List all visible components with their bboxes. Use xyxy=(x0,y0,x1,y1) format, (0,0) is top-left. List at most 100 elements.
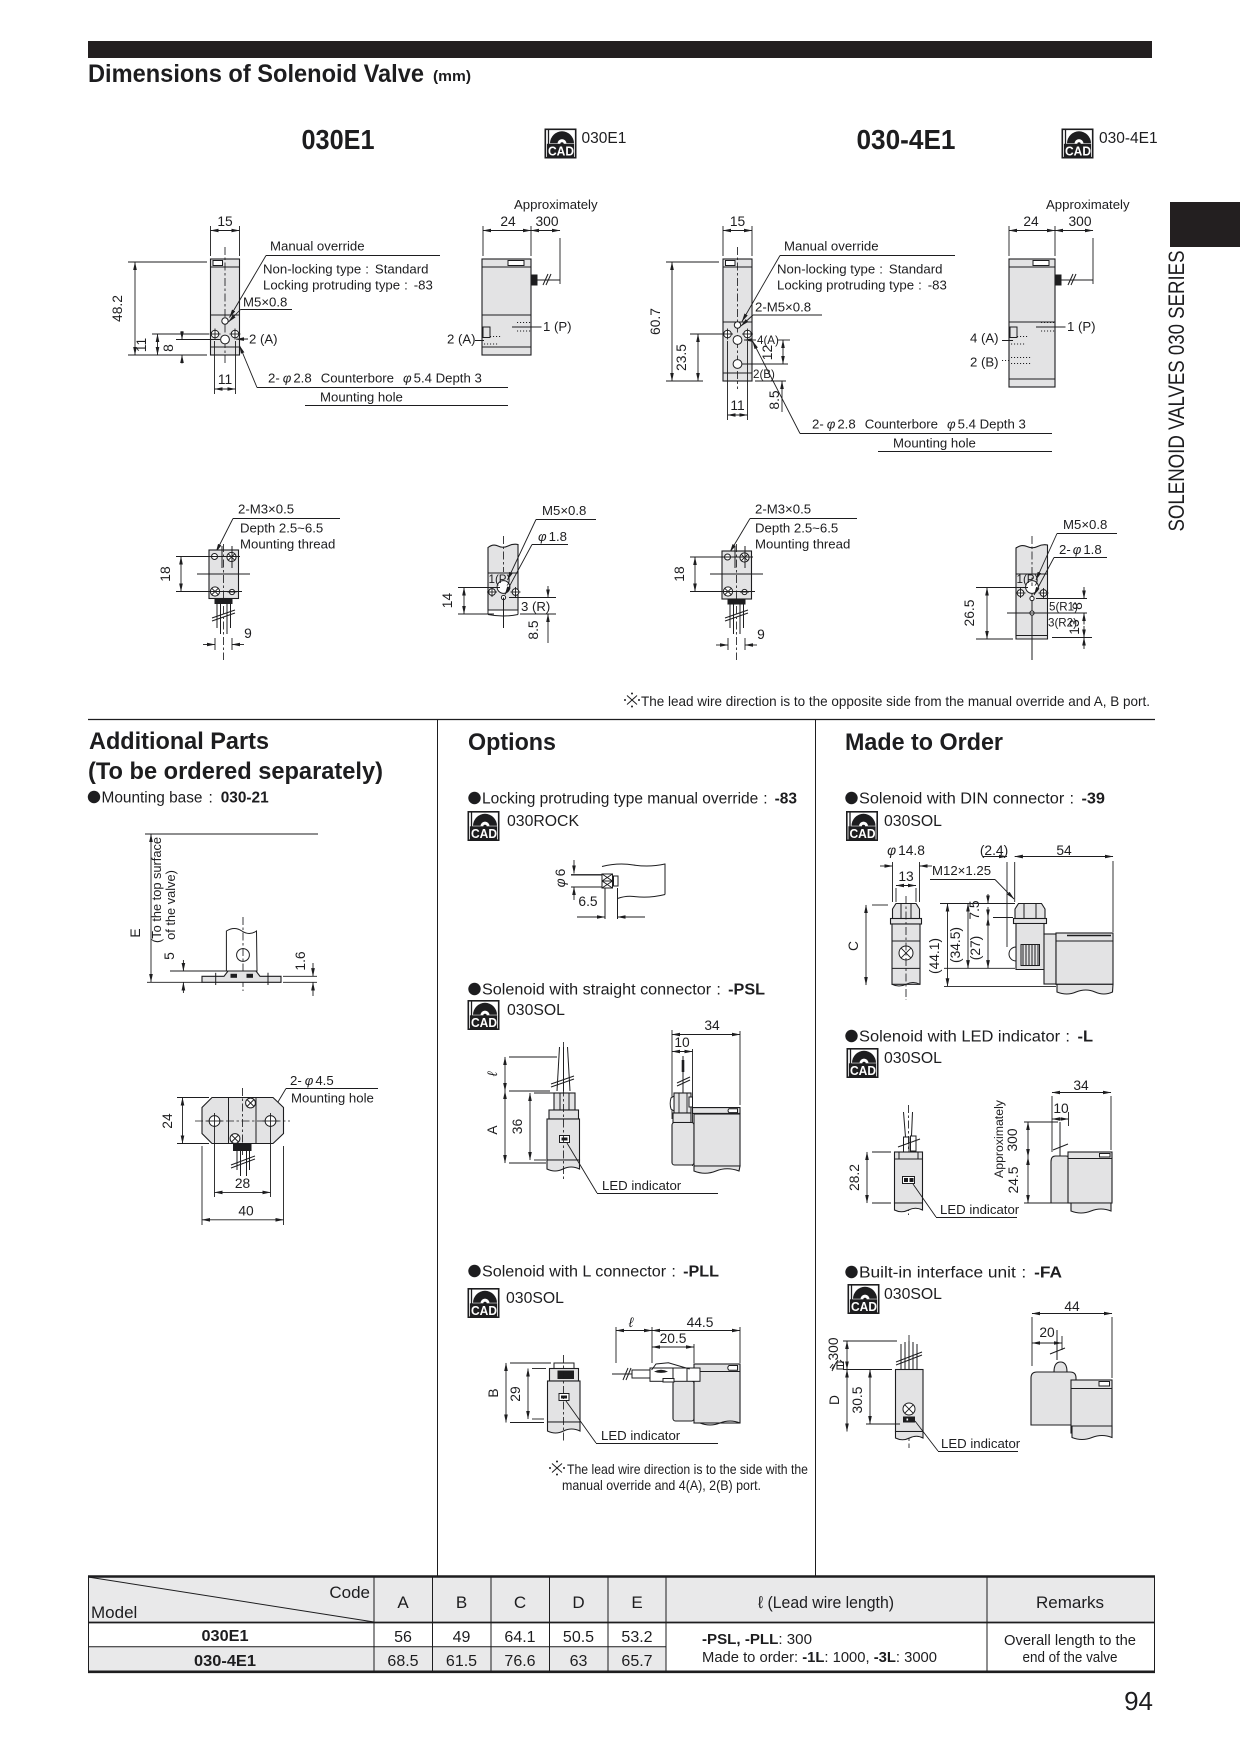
svg-text:Dimensions of Solenoid Valve: Dimensions of Solenoid Valve xyxy=(88,60,424,88)
svg-text:(2.4): (2.4) xyxy=(980,843,1008,858)
svg-text:4 (A): 4 (A) xyxy=(970,331,999,346)
svg-text:54: 54 xyxy=(1056,843,1072,858)
svg-text:1(P): 1(P) xyxy=(1017,573,1039,586)
svg-text:ℓ (Lead wire length): ℓ (Lead wire length) xyxy=(757,1593,894,1612)
svg-text:Remarks: Remarks xyxy=(1036,1593,1104,1612)
svg-text:A: A xyxy=(397,1593,409,1612)
svg-text:Approximately: Approximately xyxy=(992,1099,1006,1178)
svg-text:E: E xyxy=(631,1593,642,1612)
svg-text:40: 40 xyxy=(238,1204,254,1219)
svg-text:030SOL: 030SOL xyxy=(884,1286,942,1303)
svg-text:63: 63 xyxy=(570,1653,588,1670)
svg-text:Manual override: Manual override xyxy=(784,239,879,254)
svg-text:030-4E1: 030-4E1 xyxy=(1099,130,1158,147)
svg-text:D: D xyxy=(827,1395,842,1405)
svg-text:φ1.8: φ1.8 xyxy=(538,529,567,544)
svg-text:9: 9 xyxy=(757,627,765,642)
svg-text:Locking protruding type:-83: Locking protruding type:-83 xyxy=(777,278,947,293)
svg-text:ℓ: ℓ xyxy=(628,1315,634,1330)
svg-text:24: 24 xyxy=(1023,214,1039,229)
svg-text:300: 300 xyxy=(1005,1128,1020,1151)
svg-text:Non-locking type:Standard: Non-locking type:Standard xyxy=(263,262,428,277)
svg-text:2-M5×0.8: 2-M5×0.8 xyxy=(755,300,811,315)
svg-text:68.5: 68.5 xyxy=(387,1653,418,1670)
svg-text:2(B): 2(B) xyxy=(753,368,775,381)
svg-text:030SOL: 030SOL xyxy=(884,1050,942,1067)
svg-text:Locking protruding type manual: Locking protruding type manual override:… xyxy=(482,791,797,808)
svg-text:76.6: 76.6 xyxy=(504,1653,535,1670)
svg-text:Approximately: Approximately xyxy=(1046,197,1130,212)
svg-text:Mounting thread: Mounting thread xyxy=(755,537,850,552)
svg-text:E: E xyxy=(128,928,143,937)
svg-text:1(P): 1(P) xyxy=(489,573,511,586)
svg-text:LED indicator: LED indicator xyxy=(940,1202,1020,1217)
svg-text:manual override and 4(A), 2(B): manual override and 4(A), 2(B) port. xyxy=(562,1477,761,1493)
svg-text:Approximately: Approximately xyxy=(514,197,598,212)
svg-text:28: 28 xyxy=(235,1176,251,1191)
svg-text:C: C xyxy=(846,941,861,951)
svg-text:The lead wire direction is to: The lead wire direction is to the opposi… xyxy=(641,693,1150,709)
svg-text:030-4E1: 030-4E1 xyxy=(194,1653,256,1670)
svg-text:28.2: 28.2 xyxy=(847,1164,862,1191)
svg-text:M5×0.8: M5×0.8 xyxy=(1063,517,1107,532)
svg-text:26.5: 26.5 xyxy=(962,599,977,626)
svg-text:1.6: 1.6 xyxy=(293,951,308,971)
svg-text:24: 24 xyxy=(500,214,516,229)
svg-text:Mounting thread: Mounting thread xyxy=(240,537,335,552)
svg-text:94: 94 xyxy=(1124,1686,1153,1716)
svg-text:Mounting hole: Mounting hole xyxy=(291,1091,374,1106)
svg-text:Mounting hole: Mounting hole xyxy=(893,436,976,451)
svg-text:Depth 2.5~6.5: Depth 2.5~6.5 xyxy=(755,521,838,536)
svg-text:20.5: 20.5 xyxy=(660,1331,687,1346)
svg-text:D: D xyxy=(572,1593,584,1612)
svg-text:300: 300 xyxy=(1068,214,1091,229)
svg-text:(44.1): (44.1) xyxy=(927,938,942,974)
svg-text:M5×0.8: M5×0.8 xyxy=(542,503,586,518)
svg-text:53.2: 53.2 xyxy=(621,1629,652,1646)
svg-text:Additional Parts: Additional Parts xyxy=(89,728,269,755)
svg-text:30.5: 30.5 xyxy=(850,1386,865,1413)
svg-text:Non-locking type:Standard: Non-locking type:Standard xyxy=(777,262,942,277)
svg-text:1 (P): 1 (P) xyxy=(543,319,572,334)
svg-text:44: 44 xyxy=(1064,1299,1080,1314)
svg-text:13: 13 xyxy=(898,869,914,884)
svg-text:030E1: 030E1 xyxy=(202,1628,249,1645)
svg-text:8: 8 xyxy=(161,344,176,352)
svg-text:Made to Order: Made to Order xyxy=(845,729,1003,756)
svg-text:11: 11 xyxy=(730,398,744,413)
svg-text:49: 49 xyxy=(453,1629,471,1646)
svg-text:Mounting hole: Mounting hole xyxy=(320,390,403,405)
svg-text:030E1: 030E1 xyxy=(302,124,375,155)
svg-text:Manual override: Manual override xyxy=(270,239,365,254)
svg-text:030SOL: 030SOL xyxy=(884,813,942,830)
svg-text:-PSL, -PLL: 300: -PSL, -PLL: 300 xyxy=(702,1631,812,1648)
svg-text:24: 24 xyxy=(160,1113,175,1129)
svg-text:end of the valve: end of the valve xyxy=(1023,1649,1118,1666)
svg-text:9: 9 xyxy=(244,626,252,641)
svg-text:10: 10 xyxy=(1053,1101,1069,1116)
svg-text:2-φ4.5: 2-φ4.5 xyxy=(290,1073,334,1088)
svg-text:65.7: 65.7 xyxy=(621,1653,652,1670)
svg-text:34: 34 xyxy=(704,1018,720,1033)
svg-text:8: 8 xyxy=(1070,602,1085,610)
svg-text:Depth 2.5~6.5: Depth 2.5~6.5 xyxy=(240,521,323,536)
svg-text:2 (B): 2 (B) xyxy=(970,355,999,370)
svg-text:2-M3×0.5: 2-M3×0.5 xyxy=(238,502,294,517)
svg-text:11: 11 xyxy=(134,338,149,352)
svg-text:64.1: 64.1 xyxy=(504,1629,535,1646)
svg-text:030SOL: 030SOL xyxy=(507,1002,565,1019)
svg-text:ℓ: ℓ xyxy=(485,1071,500,1077)
svg-text:030SOL: 030SOL xyxy=(506,1290,564,1307)
svg-text:44.5: 44.5 xyxy=(687,1315,714,1330)
svg-text:8.5: 8.5 xyxy=(526,620,541,640)
svg-text:48.2: 48.2 xyxy=(110,295,125,322)
svg-text:Locking protruding type:-83: Locking protruding type:-83 xyxy=(263,278,433,293)
svg-text:3 (R): 3 (R) xyxy=(521,599,550,614)
svg-text:15: 15 xyxy=(217,214,233,229)
svg-text:4(A): 4(A) xyxy=(757,334,779,347)
svg-text:Made to order: -1L: 1000, -3L:: Made to order: -1L: 1000, -3L: 3000 xyxy=(702,1649,937,1666)
svg-text:(34.5): (34.5) xyxy=(948,927,963,963)
svg-text:Overall length to the: Overall length to the xyxy=(1004,1632,1136,1649)
svg-text:The lead wire direction is to: The lead wire direction is to the side w… xyxy=(567,1461,808,1477)
